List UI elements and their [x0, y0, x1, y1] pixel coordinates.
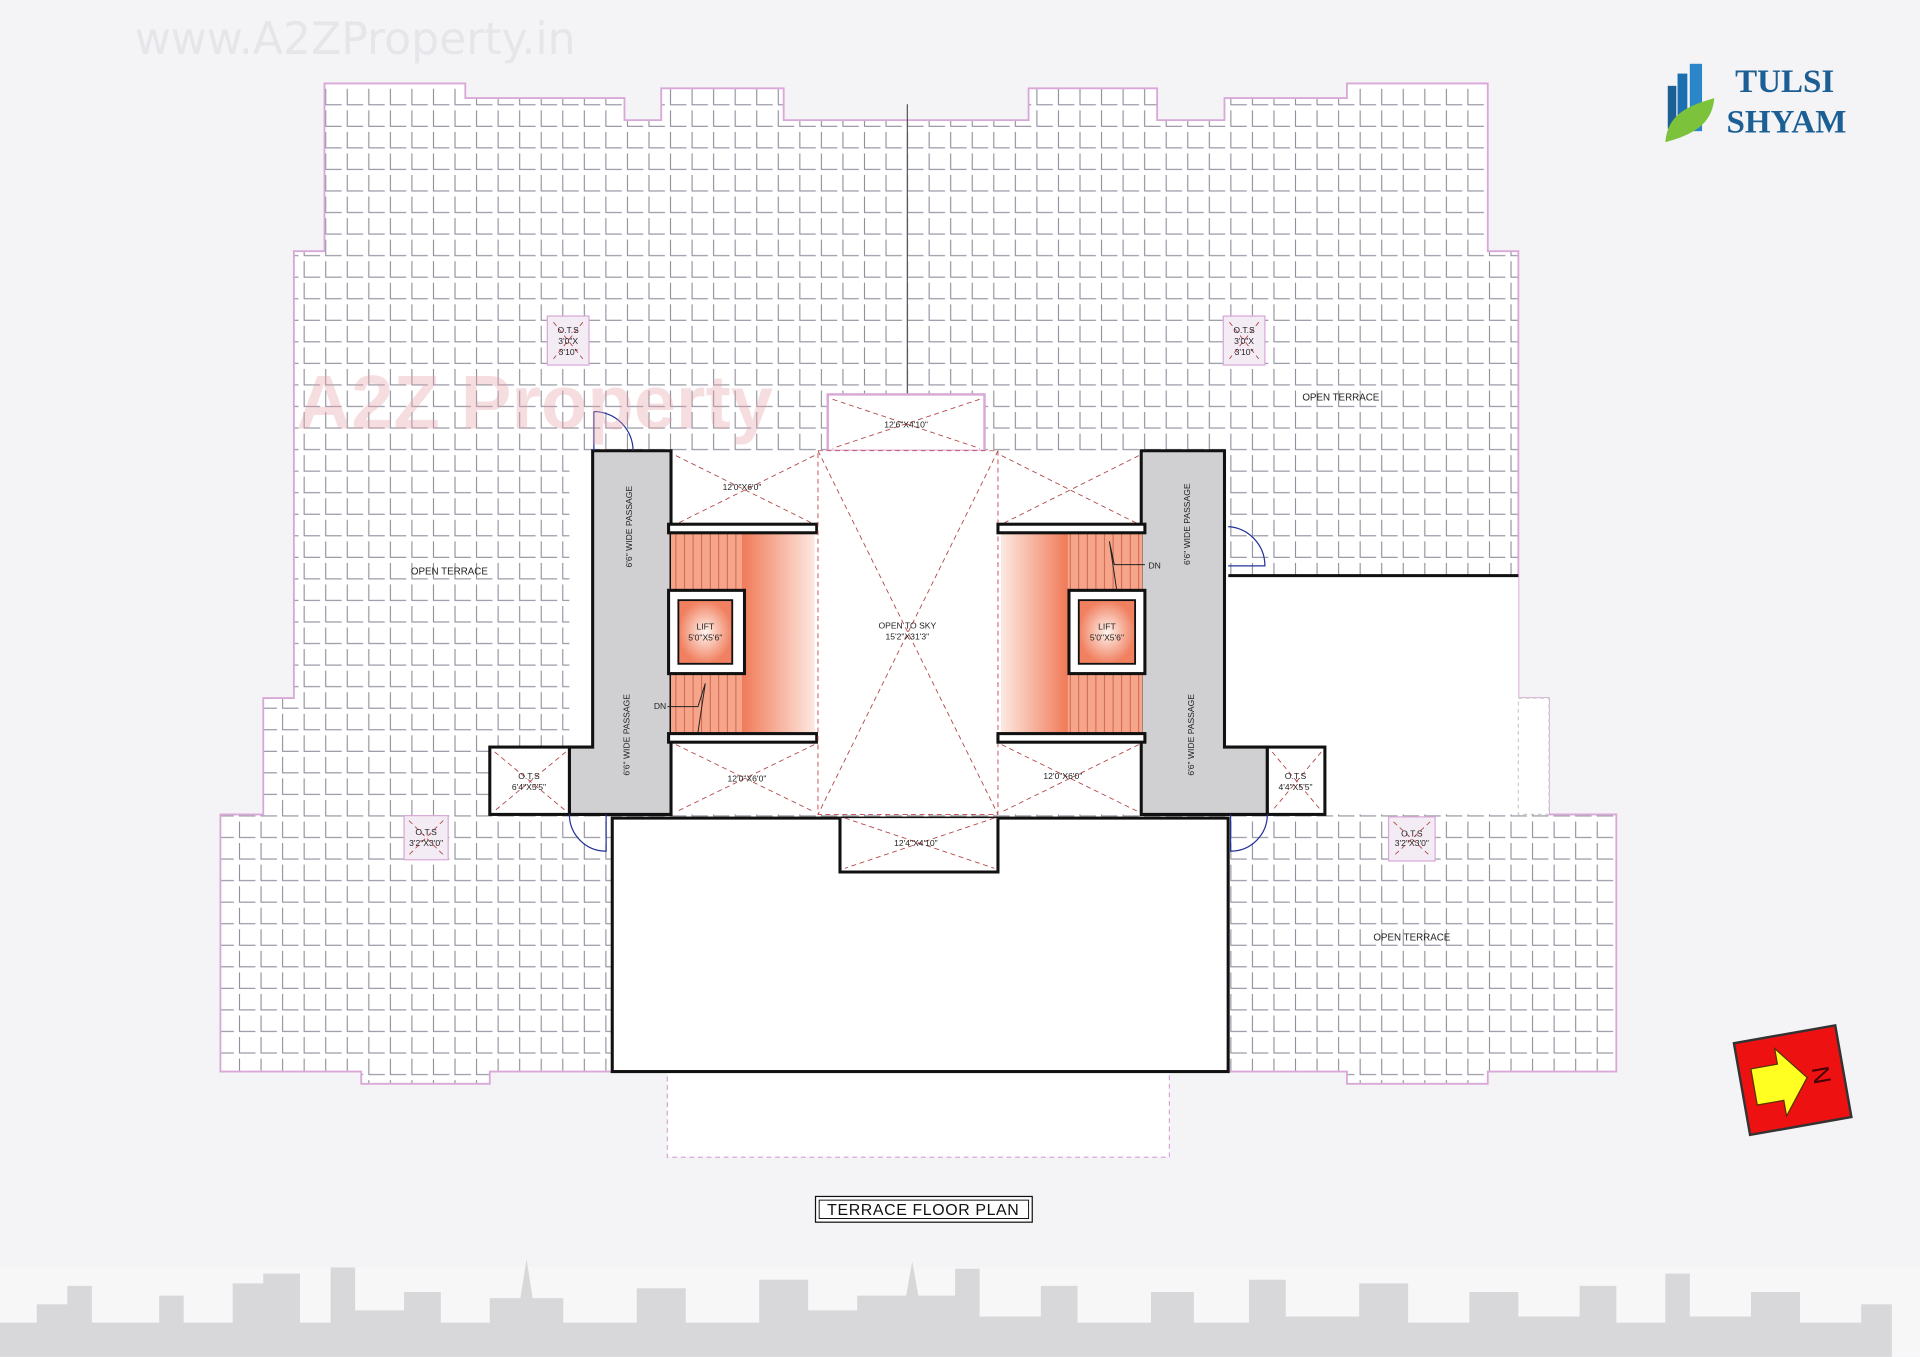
lift-left-label: LIFT	[697, 622, 715, 632]
passage-label-right-bottom: 6'6" WIDE PASSAGE	[1186, 694, 1196, 776]
bottom-projection	[666, 1070, 1170, 1158]
ots-top-right-size2: 3'10"	[1235, 347, 1254, 357]
north-compass: N	[1732, 1023, 1853, 1137]
ots-top-left: O.T.S 3'0"X 3'10"	[546, 315, 590, 366]
door-top-right	[1228, 526, 1266, 567]
passage-label-right-top: 6'6" WIDE PASSAGE	[1182, 483, 1192, 565]
watermark-url: www.A2ZProperty.in	[135, 14, 576, 65]
plan-title: TERRACE FLOOR PLAN	[827, 1202, 1019, 1219]
open-terrace-top-right: OPEN TERRACE	[1302, 393, 1379, 404]
stair-right-wall-bottom	[996, 732, 1147, 744]
bottom-duct-cross	[844, 817, 995, 869]
open-terrace-bottom-right: OPEN TERRACE	[1373, 933, 1450, 944]
dn-label-left: DN	[654, 701, 666, 711]
ots-top-right: O.T.S 3'0"X 3'10"	[1222, 315, 1266, 366]
open-terrace-left: OPEN TERRACE	[411, 566, 488, 577]
passage-label-left-bottom: 6'6" WIDE PASSAGE	[621, 694, 631, 776]
ots-bottom-right-label: O.T.S	[1401, 828, 1423, 838]
tulsi-shyam-logo: TULSI SHYAM	[1665, 63, 1847, 143]
lift-left	[677, 599, 734, 665]
ots-top-left-size2: 3'10"	[559, 347, 578, 357]
ots-bottom-left: O.T.S 3'2"X3'0"	[403, 815, 449, 861]
ots-top-right-label: O.T.S	[1233, 325, 1255, 335]
ots-top-left-label: O.T.S	[557, 325, 579, 335]
open-to-sky-label: OPEN TO SKY	[878, 620, 936, 630]
landing-top-left-size: 12'0"X6'0"	[723, 482, 762, 492]
open-to-sky-size: 15'2"X31'3"	[886, 631, 930, 641]
ots-top-right-size1: 3'0"X	[1234, 336, 1254, 346]
top-duct-cross	[832, 398, 980, 449]
stair-left-wall-top	[667, 522, 819, 535]
logo-line1: TULSI	[1735, 64, 1834, 100]
stair-left-flight	[742, 531, 815, 735]
ots-bottom-left-size: 3'2"X3'0"	[409, 838, 443, 848]
ots-right-large-label: O.T.S	[1285, 771, 1307, 781]
door-bottom-right	[1230, 814, 1268, 852]
passage-label-left-top: 6'6" WIDE PASSAGE	[624, 486, 634, 568]
lift-right	[1077, 599, 1137, 665]
north-arrow-icon	[1750, 1046, 1808, 1118]
logo-building-side	[1667, 85, 1677, 129]
skyline-decoration	[0, 1258, 1892, 1357]
ots-bottom-right: O.T.S 3'2"X3'0"	[1387, 816, 1436, 862]
landing-bottom-left-size: 12'0"X6'0"	[728, 773, 767, 783]
logo-line2: SHYAM	[1727, 104, 1847, 140]
compass-letter: N	[1806, 1064, 1836, 1086]
dn-arrow-left	[667, 683, 706, 733]
right-void-edge	[1517, 697, 1550, 816]
ots-bottom-right-size: 3'2"X3'0"	[1395, 838, 1429, 848]
logo-leaf-icon	[1665, 98, 1715, 143]
dn-label-right: DN	[1149, 560, 1161, 570]
ots-top-left-size1: 3'0"X	[558, 336, 578, 346]
ots-left-large-size: 6'4"X5'5"	[512, 782, 546, 792]
logo-building-icon	[1677, 73, 1688, 129]
ots-left-large-cross	[494, 751, 566, 812]
lift-right-size: 5'0"X5'6"	[1090, 633, 1124, 643]
ots-bottom-left-label: O.T.S	[415, 827, 437, 837]
lift-right-label: LIFT	[1098, 622, 1116, 632]
ots-left-large-label: O.T.S	[518, 771, 540, 781]
dn-arrow-right	[1108, 541, 1145, 591]
top-duct-size: 12'6"X4'10"	[884, 419, 928, 429]
lift-left-size: 5'0"X5'6"	[688, 633, 722, 643]
bottom-duct	[838, 818, 1000, 874]
watermark-brand: A2Z Property	[296, 361, 773, 446]
stair-right-flight	[1001, 531, 1068, 735]
door-bottom-left	[568, 814, 607, 852]
open-to-sky-cross	[817, 450, 999, 815]
ots-right-large-size: 4'4"X5'5"	[1278, 782, 1312, 792]
plan-title-box	[814, 1195, 1033, 1223]
plan-title-inner-border	[818, 1199, 1030, 1219]
landing-top-left-cross	[675, 455, 815, 525]
stair-left-wall-bottom	[667, 732, 819, 744]
door-top-left	[593, 410, 634, 451]
landing-bottom-right-size: 12'0"X6'0"	[1043, 771, 1082, 781]
bottom-duct-size: 12'4"X4'10"	[894, 838, 938, 848]
stair-right-wall-top	[996, 522, 1147, 535]
ots-right-large-cross	[1271, 751, 1322, 812]
